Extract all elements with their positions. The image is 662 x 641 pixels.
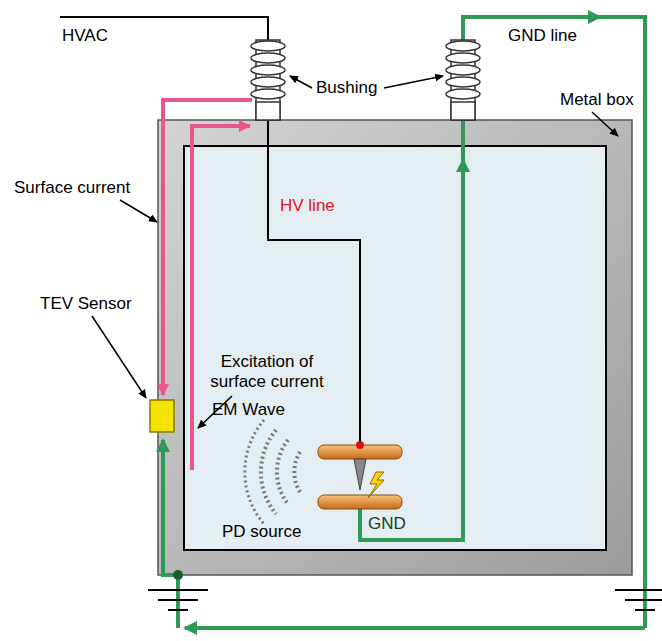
tev-sensor-label: TEV Sensor [40, 294, 132, 314]
surface-current-label: Surface current [14, 178, 130, 198]
tev-sensor [150, 400, 174, 432]
gnd-up-arrow [461, 160, 465, 200]
bushing [251, 40, 285, 120]
metal-box-label: Metal box [560, 90, 634, 110]
hvac-label: HVAC [62, 26, 108, 46]
bushing [446, 40, 480, 120]
ground-symbol [148, 590, 208, 610]
needle [354, 459, 366, 490]
gnd-return-arrow [185, 626, 645, 630]
em-wave [245, 420, 300, 524]
ground-symbol [615, 590, 662, 610]
gnd-label: GND [368, 514, 406, 534]
box-interior [184, 146, 606, 550]
pd-source-label: PD source [222, 522, 301, 542]
em-wave-label: EM Wave [212, 400, 285, 420]
gnd-line [360, 17, 645, 628]
hv-line-label: HV line [280, 196, 335, 216]
ground-junction [173, 570, 183, 580]
gnd-arrow [560, 15, 600, 19]
hv-contact [356, 441, 364, 449]
surface-current-path [163, 100, 252, 395]
gnd-line-label: GND line [508, 26, 577, 46]
spark [368, 472, 384, 498]
bushing-label: Bushing [316, 78, 377, 98]
electrode [318, 495, 402, 509]
metal-box [158, 120, 632, 575]
hv-line [268, 120, 360, 445]
excitation-label: Excitation of surface current [200, 352, 334, 392]
leader-arrow [92, 76, 618, 428]
